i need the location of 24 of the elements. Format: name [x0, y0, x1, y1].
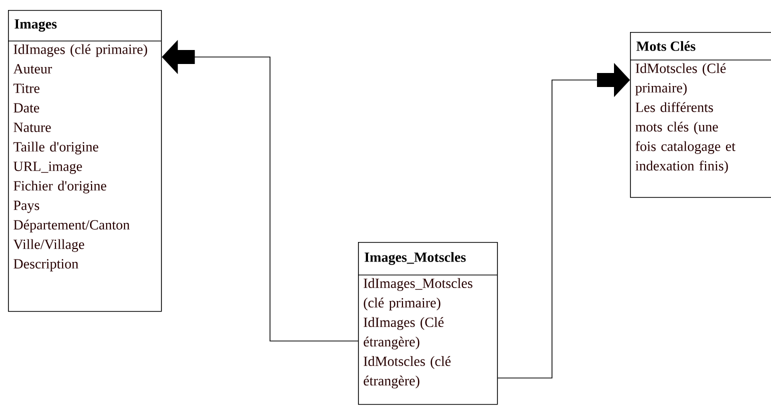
field-text: Date	[14, 103, 40, 113]
table-title: Mots Clés	[636, 41, 696, 51]
field-text: Auteur	[13, 64, 52, 74]
table-title: Images	[14, 19, 57, 32]
field-text: Les différents mots clés (une fois catalogage et indexation finis)	[636, 102, 736, 174]
field-text: Nature	[14, 122, 51, 132]
field-text: IdImages (Clé étrangère)	[364, 317, 444, 350]
field-text: IdImages_Motscles (clé primaire)	[364, 278, 472, 310]
table-title: Images_Motscles	[364, 252, 466, 265]
field-text: URL_image	[14, 162, 82, 174]
connector-arrow	[497, 62, 630, 378]
table-box	[8, 10, 162, 312]
field-text: Titre	[13, 84, 40, 94]
table-box	[630, 32, 771, 198]
field-text: IdMotscles (clé étrangère)	[364, 356, 451, 388]
table-box	[358, 242, 498, 405]
field-text: IdImages (clé primaire)	[14, 44, 148, 57]
field-text: Fichier d'origine	[14, 180, 106, 194]
field-text: Ville/Village	[13, 239, 84, 252]
field-text: IdMotscles (Clé primaire)	[635, 63, 726, 96]
field-text: Pays	[14, 200, 40, 213]
field-text: Description	[14, 259, 78, 272]
field-text: Taille d'origine	[13, 142, 98, 154]
field-text: Département/Canton	[14, 220, 130, 232]
